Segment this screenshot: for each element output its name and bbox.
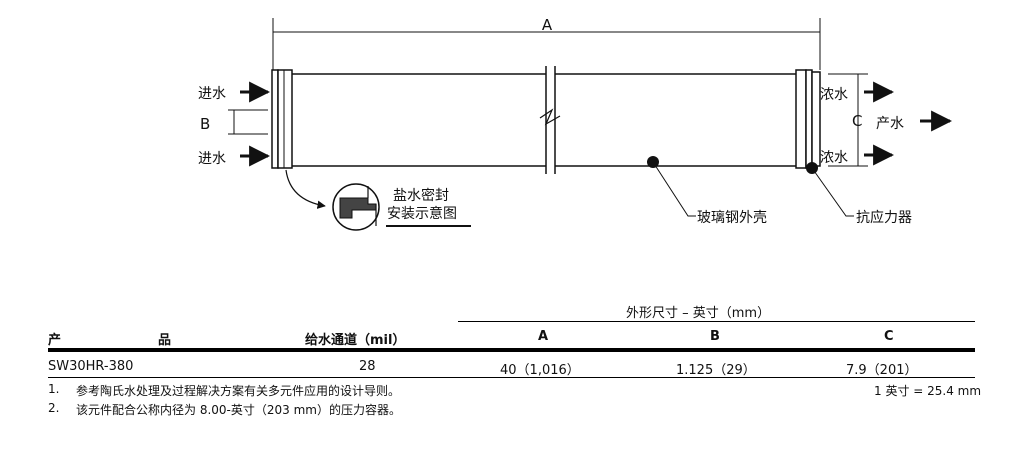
dimension-c-cell: 7.9（201） xyxy=(846,363,918,378)
product-label: 产水 xyxy=(876,116,904,132)
anti-telescoping-label: 抗应力器 xyxy=(856,209,912,226)
concentrate-top-label: 浓水 xyxy=(820,87,848,103)
note-1-number: 1. xyxy=(48,382,60,396)
unit-conversion-note: 1 英寸 = 25.4 mm xyxy=(874,384,982,398)
col-a-header: A xyxy=(538,329,549,344)
row-rule xyxy=(48,377,975,378)
col-c-header: C xyxy=(884,329,894,344)
dimension-b-label: B xyxy=(200,115,210,133)
col-b-header: B xyxy=(710,329,720,344)
membrane-element-diagram: A 进水 进水 B 浓水 浓水 xyxy=(198,16,953,231)
dimension-b-cell: 1.125（29） xyxy=(676,363,756,378)
product-header-1: 产 xyxy=(48,333,62,348)
anti-telescoping-callout: 抗应力器 xyxy=(806,162,912,226)
product-cell: SW30HR-380 xyxy=(48,359,134,374)
feed-spacer-cell: 28 xyxy=(359,359,376,374)
brine-seal-label-2: 安装示意图 xyxy=(387,205,457,222)
dimension-a-cell: 40（1,016） xyxy=(500,363,580,378)
group-header-rule xyxy=(458,321,975,322)
dimension-a-label: A xyxy=(542,16,553,34)
note-2-number: 2. xyxy=(48,401,60,415)
shell-callout: 玻璃钢外壳 xyxy=(647,156,767,226)
brine-seal-label-1: 盐水密封 xyxy=(393,187,449,204)
note-1-text: 参考陶氏水处理及过程解决方案有关多元件应用的设计导则。 xyxy=(76,384,401,398)
brine-seal-leader xyxy=(285,169,326,209)
dimensions-group-header: 外形尺寸 – 英寸（mm） xyxy=(626,306,771,321)
feed-spacer-header: 给水通道（mil） xyxy=(305,333,406,348)
feed-side: 进水 进水 B xyxy=(198,81,271,167)
shell-label: 玻璃钢外壳 xyxy=(697,209,767,226)
product-header-2: 品 xyxy=(158,333,172,348)
feed-top-label: 进水 xyxy=(198,86,226,102)
header-rule xyxy=(48,348,975,352)
outlet-side: 浓水 浓水 C 产水 xyxy=(820,73,953,167)
concentrate-bottom-label: 浓水 xyxy=(820,150,848,166)
note-2-text: 该元件配合公称内径为 8.00-英寸（203 mm）的压力容器。 xyxy=(76,403,401,417)
brine-seal-detail: 盐水密封 安装示意图 xyxy=(285,169,471,231)
element-body xyxy=(271,66,821,174)
dimension-c-label: C xyxy=(852,112,862,130)
dimension-a: A xyxy=(272,16,821,70)
feed-bottom-label: 进水 xyxy=(198,151,226,167)
